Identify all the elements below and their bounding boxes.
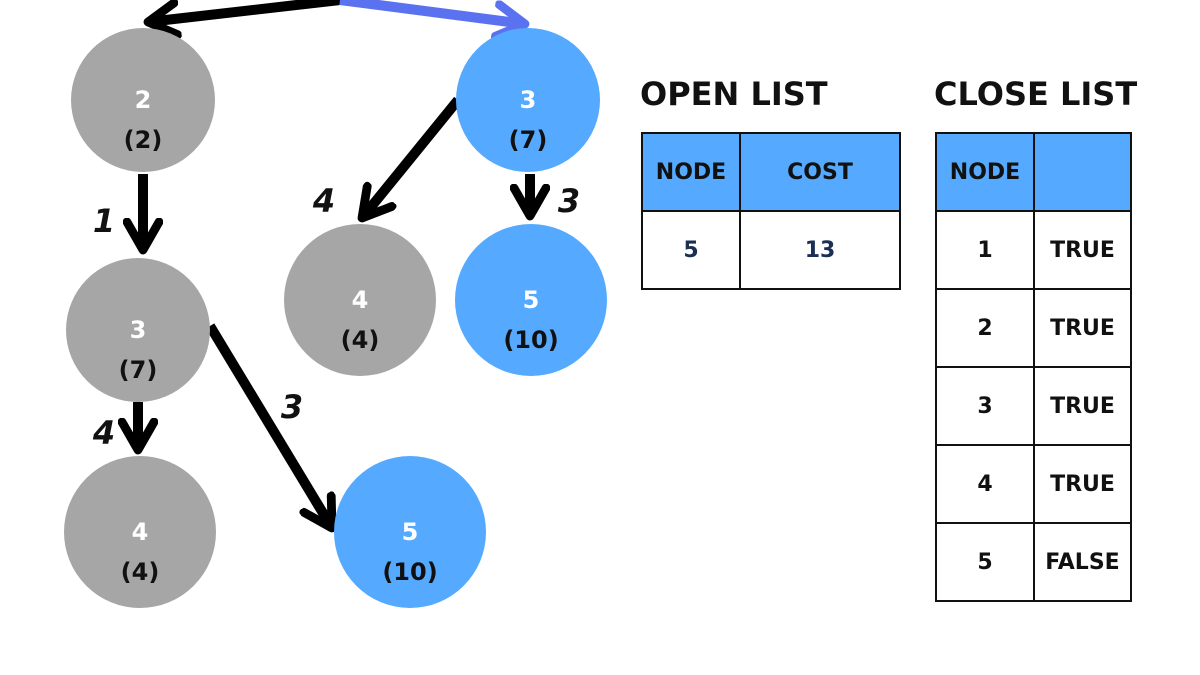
close-list-row: 4 TRUE bbox=[935, 444, 1132, 524]
open-list-table: NODE COST 5 13 bbox=[641, 132, 901, 290]
open-list-cell-node: 5 bbox=[641, 210, 741, 290]
close-list-cell-node: 1 bbox=[935, 210, 1035, 290]
edge-weight-n3b-n4b: 4 bbox=[92, 414, 115, 452]
close-list-cell-status: FALSE bbox=[1033, 522, 1132, 602]
node-label: 5 bbox=[523, 286, 540, 314]
node-cost: (10) bbox=[503, 326, 558, 354]
node-label: 4 bbox=[132, 518, 149, 546]
close-list-table: NODE 1 TRUE 2 TRUE 3 TRUE 4 TRUE 5 FALSE bbox=[935, 132, 1132, 602]
open-list-row: 5 13 bbox=[641, 210, 901, 290]
close-list-header-status bbox=[1033, 132, 1132, 212]
open-list-title: OPEN LIST bbox=[640, 75, 828, 113]
edge-weight-n3a-n4a: 4 bbox=[312, 182, 335, 220]
close-list-cell-node: 2 bbox=[935, 288, 1035, 368]
close-list-cell-status: TRUE bbox=[1033, 210, 1132, 290]
tree-node-n4b: 4(4) bbox=[64, 456, 216, 608]
node-cost: (7) bbox=[509, 126, 548, 154]
node-cost: (2) bbox=[124, 126, 163, 154]
node-cost: (4) bbox=[341, 326, 380, 354]
close-list-row: 1 TRUE bbox=[935, 210, 1132, 290]
node-circle bbox=[456, 28, 600, 172]
node-circle bbox=[71, 28, 215, 172]
node-cost: (10) bbox=[382, 558, 437, 586]
tree-node-n5a: 5 (10) bbox=[455, 224, 607, 376]
node-circle bbox=[66, 258, 210, 402]
tree-node-n3b: 3(7) bbox=[66, 258, 210, 402]
close-list-header-row: NODE bbox=[935, 132, 1132, 212]
close-list-header-node: NODE bbox=[935, 132, 1035, 212]
close-list-cell-status: TRUE bbox=[1033, 288, 1132, 368]
open-list-cell-cost: 13 bbox=[739, 210, 901, 290]
node-label: 3 bbox=[520, 86, 537, 114]
close-list-cell-status: TRUE bbox=[1033, 444, 1132, 524]
close-list-row: 3 TRUE bbox=[935, 366, 1132, 446]
edge-arrow-n3b-n5b bbox=[205, 323, 332, 528]
edge-weight-n3a-n5a: 3 bbox=[558, 182, 580, 220]
tree-node-n3a: 3(7) bbox=[456, 28, 600, 172]
open-list-header-row: NODE COST bbox=[641, 132, 901, 212]
node-circle bbox=[284, 224, 436, 376]
tree-node-n4a: 4(4) bbox=[284, 224, 436, 376]
close-list-cell-status: TRUE bbox=[1033, 366, 1132, 446]
close-list-cell-node: 3 bbox=[935, 366, 1035, 446]
node-circle bbox=[64, 456, 216, 608]
close-list-row: 2 TRUE bbox=[935, 288, 1132, 368]
node-circle bbox=[334, 456, 486, 608]
close-list-row: 5 FALSE bbox=[935, 522, 1132, 602]
open-list-header-node: NODE bbox=[641, 132, 741, 212]
edge-weight-n3b-n5b: 3 bbox=[281, 388, 303, 426]
close-list-cell-node: 5 bbox=[935, 522, 1035, 602]
node-circle bbox=[455, 224, 607, 376]
open-list-header-cost: COST bbox=[739, 132, 901, 212]
close-list-cell-node: 4 bbox=[935, 444, 1035, 524]
node-label: 4 bbox=[352, 286, 369, 314]
node-label: 3 bbox=[130, 316, 147, 344]
close-list-title: CLOSE LIST bbox=[934, 75, 1138, 113]
node-cost: (4) bbox=[121, 558, 160, 586]
edge-arrow-n3a-n4a bbox=[362, 96, 462, 218]
tree-node-n2: 2(2) bbox=[71, 28, 215, 172]
node-label: 5 bbox=[402, 518, 419, 546]
node-cost: (7) bbox=[119, 356, 158, 384]
tree-node-n5b: 5 (10) bbox=[334, 456, 486, 608]
edge-arrow-root-n2 bbox=[148, 0, 341, 22]
edge-weight-n2-n3b: 1 bbox=[93, 202, 115, 240]
edge-arrow-root-n3a bbox=[339, 0, 525, 24]
node-label: 2 bbox=[135, 86, 152, 114]
